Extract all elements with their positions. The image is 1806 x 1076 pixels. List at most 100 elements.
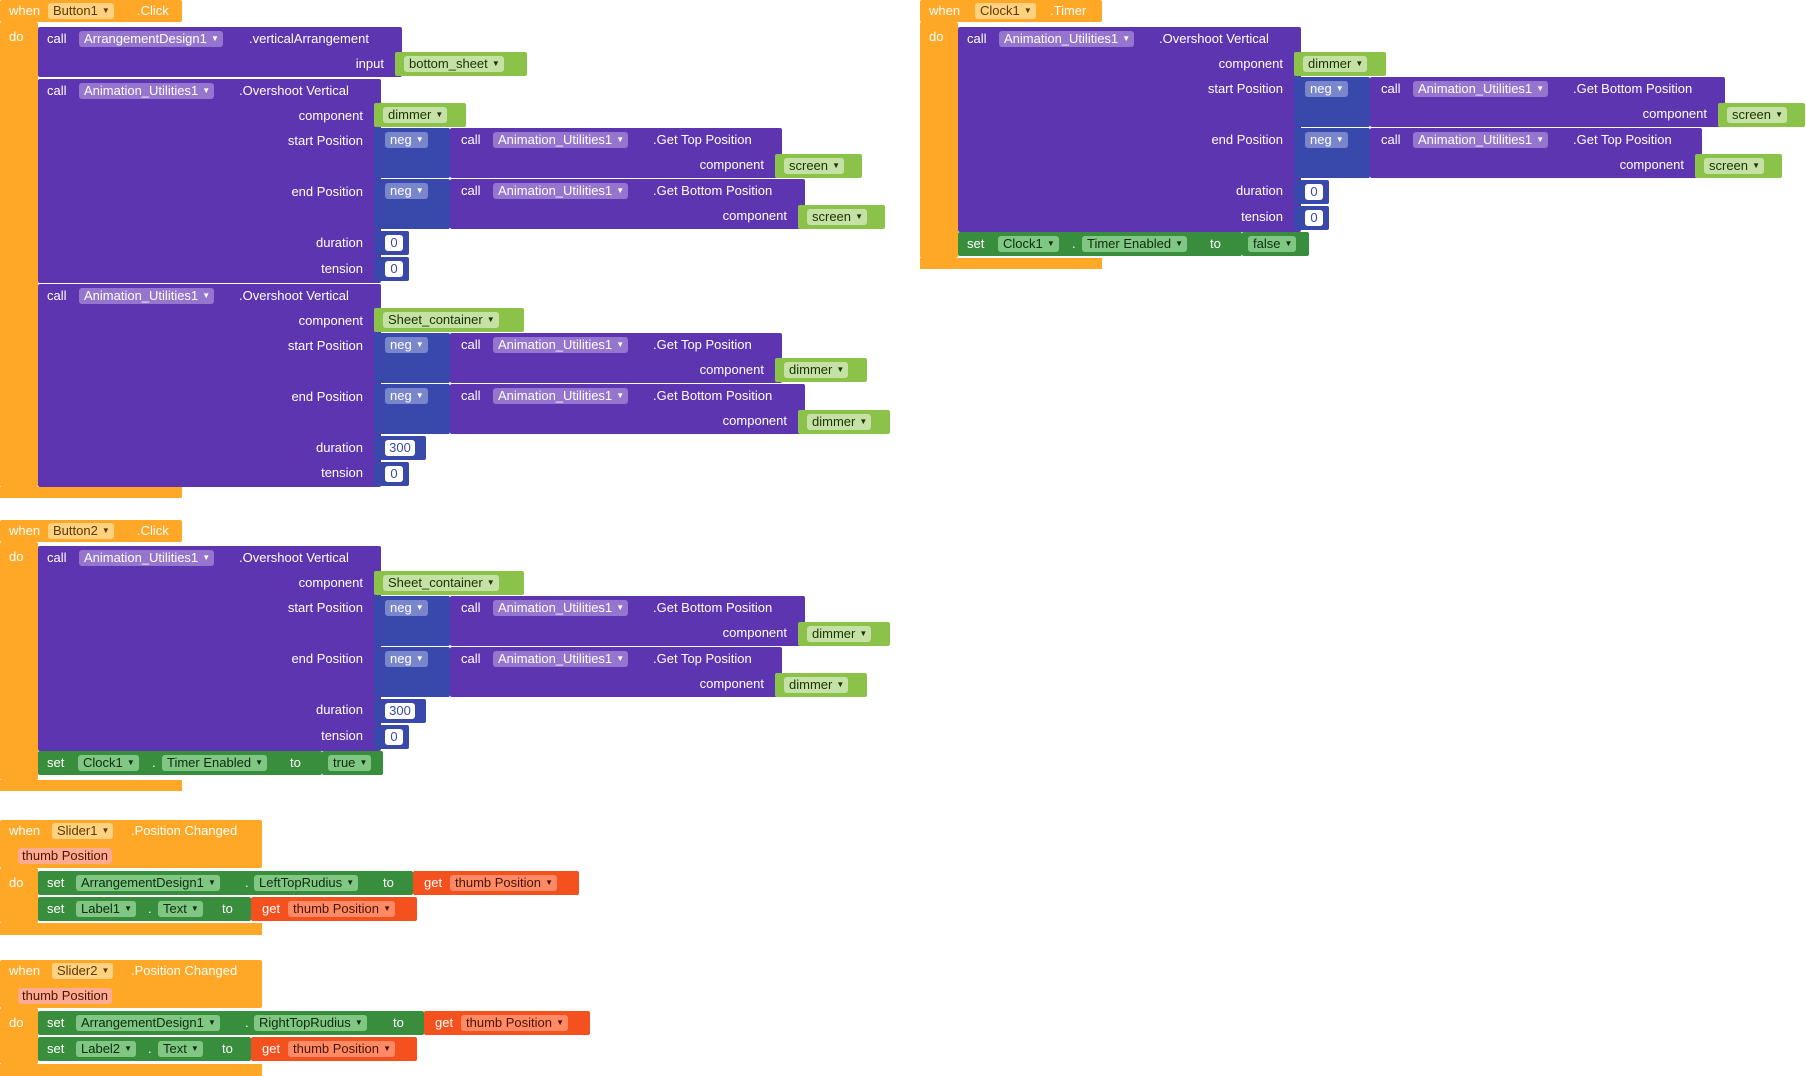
component-dropdown-screen[interactable]: screen▼ bbox=[1704, 158, 1765, 174]
number-field[interactable]: 0 bbox=[385, 466, 403, 482]
value-block-screen[interactable]: screen▼ bbox=[798, 205, 885, 229]
variable-dropdown-thumb-position[interactable]: thumb Position▼ bbox=[288, 1041, 395, 1057]
value-block-sheet-container[interactable]: Sheet_container▼ bbox=[374, 571, 524, 595]
component-dropdown-clock1[interactable]: Clock1▼ bbox=[975, 3, 1036, 19]
component-dropdown-animation[interactable]: Animation_Utilities1▼ bbox=[1413, 132, 1549, 148]
call-overshoot-vertical-block[interactable]: call Animation_Utilities1▼ .Overshoot Ve… bbox=[38, 284, 381, 487]
neg-dropdown[interactable]: neg▼ bbox=[385, 600, 428, 616]
set-label2-text-block[interactable]: set Label2▼ . Text▼ to bbox=[38, 1037, 251, 1061]
component-dropdown-dimmer[interactable]: dimmer▼ bbox=[807, 626, 872, 642]
number-field[interactable]: 0 bbox=[385, 235, 403, 251]
number-field[interactable]: 0 bbox=[1305, 184, 1323, 200]
number-block-duration[interactable]: 0 bbox=[1294, 180, 1329, 204]
value-block-screen[interactable]: screen▼ bbox=[1695, 154, 1782, 178]
boolean-dropdown-false[interactable]: false▼ bbox=[1248, 236, 1297, 252]
component-dropdown-arrangement[interactable]: ArrangementDesign1▼ bbox=[76, 875, 220, 891]
component-dropdown-animation[interactable]: Animation_Utilities1▼ bbox=[79, 288, 215, 304]
component-dropdown-dimmer[interactable]: dimmer▼ bbox=[784, 677, 849, 693]
call-get-bottom-position-block[interactable]: call Animation_Utilities1▼ .Get Bottom P… bbox=[450, 179, 805, 229]
call-get-bottom-position-block[interactable]: call Animation_Utilities1▼ .Get Bottom P… bbox=[450, 596, 805, 646]
call-get-top-position-block[interactable]: call Animation_Utilities1▼ .Get Top Posi… bbox=[450, 647, 782, 697]
number-block-duration[interactable]: 0 bbox=[374, 231, 409, 255]
component-dropdown-animation[interactable]: Animation_Utilities1▼ bbox=[999, 31, 1135, 47]
number-block-duration[interactable]: 300 bbox=[374, 436, 426, 460]
call-overshoot-vertical-block[interactable]: call Animation_Utilities1▼ .Overshoot Ve… bbox=[958, 27, 1301, 232]
value-block-bottom-sheet[interactable]: bottom_sheet▼ bbox=[395, 52, 527, 76]
component-dropdown-animation[interactable]: Animation_Utilities1▼ bbox=[493, 600, 629, 616]
component-dropdown-screen[interactable]: screen▼ bbox=[784, 158, 845, 174]
component-dropdown-animation[interactable]: Animation_Utilities1▼ bbox=[79, 83, 215, 99]
component-dropdown-slider1[interactable]: Slider1▼ bbox=[52, 823, 114, 839]
component-dropdown-button1[interactable]: Button1▼ bbox=[48, 3, 114, 19]
component-dropdown-animation[interactable]: Animation_Utilities1▼ bbox=[79, 550, 215, 566]
property-dropdown-text[interactable]: Text▼ bbox=[158, 901, 203, 917]
component-dropdown-animation[interactable]: Animation_Utilities1▼ bbox=[493, 388, 629, 404]
set-label1-text-block[interactable]: set Label1▼ . Text▼ to bbox=[38, 897, 251, 921]
variable-dropdown-thumb-position[interactable]: thumb Position▼ bbox=[288, 901, 395, 917]
neg-dropdown[interactable]: neg▼ bbox=[385, 388, 428, 404]
call-overshoot-vertical-block[interactable]: call Animation_Utilities1▼ .Overshoot Ve… bbox=[38, 546, 381, 751]
component-dropdown-animation[interactable]: Animation_Utilities1▼ bbox=[493, 183, 629, 199]
neg-dropdown[interactable]: neg▼ bbox=[1305, 81, 1348, 97]
property-dropdown-right-top-radius[interactable]: RightTopRudius▼ bbox=[254, 1015, 367, 1031]
event-block-slider2-position-changed[interactable]: when Slider2▼ .Position Changed thumb Po… bbox=[0, 960, 262, 1008]
set-arrangement-right-top-radius-block[interactable]: set ArrangementDesign1▼ . RightTopRudius… bbox=[38, 1011, 424, 1035]
call-get-bottom-position-block[interactable]: call Animation_Utilities1▼ .Get Bottom P… bbox=[1370, 77, 1725, 127]
event-parameter-thumb-position[interactable]: thumb Position bbox=[18, 848, 112, 864]
neg-block[interactable]: neg▼ bbox=[374, 333, 450, 383]
property-dropdown-left-top-radius[interactable]: LeftTopRudius▼ bbox=[254, 875, 359, 891]
component-dropdown-animation[interactable]: Animation_Utilities1▼ bbox=[493, 337, 629, 353]
component-dropdown-dimmer[interactable]: dimmer▼ bbox=[784, 362, 849, 378]
component-dropdown-arrangement[interactable]: ArrangementDesign1▼ bbox=[79, 31, 223, 47]
event-block-slider1-position-changed[interactable]: when Slider1▼ .Position Changed thumb Po… bbox=[0, 820, 262, 868]
event-block-button2-click[interactable]: when Button2▼ .Click bbox=[0, 520, 182, 542]
call-vertical-arrangement-block[interactable]: call ArrangementDesign1▼ .verticalArrang… bbox=[38, 27, 402, 77]
get-thumb-position-block[interactable]: get thumb Position▼ bbox=[413, 871, 579, 895]
neg-block[interactable]: neg▼ bbox=[1294, 77, 1370, 127]
component-dropdown-sheet-container[interactable]: Sheet_container▼ bbox=[383, 575, 499, 591]
number-field[interactable]: 0 bbox=[385, 261, 403, 277]
neg-block[interactable]: neg▼ bbox=[374, 384, 450, 434]
value-block-sheet-container[interactable]: Sheet_container▼ bbox=[374, 308, 524, 332]
number-block-tension[interactable]: 0 bbox=[374, 257, 409, 281]
boolean-block-false[interactable]: false▼ bbox=[1242, 232, 1309, 256]
get-thumb-position-block[interactable]: get thumb Position▼ bbox=[251, 1037, 417, 1061]
neg-block[interactable]: neg▼ bbox=[374, 179, 450, 229]
set-arrangement-left-top-radius-block[interactable]: set ArrangementDesign1▼ . LeftTopRudius▼… bbox=[38, 871, 413, 895]
value-block-dimmer[interactable]: dimmer▼ bbox=[798, 622, 890, 646]
call-get-top-position-block[interactable]: call Animation_Utilities1▼ .Get Top Posi… bbox=[1370, 128, 1702, 178]
property-dropdown-timer-enabled[interactable]: Timer Enabled▼ bbox=[1082, 236, 1188, 252]
neg-block[interactable]: neg▼ bbox=[374, 596, 450, 646]
component-dropdown-animation[interactable]: Animation_Utilities1▼ bbox=[1413, 81, 1549, 97]
neg-dropdown[interactable]: neg▼ bbox=[385, 337, 428, 353]
neg-dropdown[interactable]: neg▼ bbox=[385, 183, 428, 199]
event-parameter-thumb-position[interactable]: thumb Position bbox=[18, 988, 112, 1004]
event-block-button1-click[interactable]: when Button1▼ .Click bbox=[0, 0, 182, 22]
component-dropdown-screen[interactable]: screen▼ bbox=[1727, 107, 1788, 123]
get-thumb-position-block[interactable]: get thumb Position▼ bbox=[251, 897, 417, 921]
call-overshoot-vertical-block[interactable]: call Animation_Utilities1▼ .Overshoot Ve… bbox=[38, 79, 381, 283]
value-block-dimmer[interactable]: dimmer▼ bbox=[775, 673, 867, 697]
component-dropdown-clock1[interactable]: Clock1▼ bbox=[998, 236, 1059, 252]
component-dropdown-clock1[interactable]: Clock1▼ bbox=[78, 755, 139, 771]
component-dropdown-animation[interactable]: Animation_Utilities1▼ bbox=[493, 132, 629, 148]
property-dropdown-text[interactable]: Text▼ bbox=[158, 1041, 203, 1057]
component-dropdown-label2[interactable]: Label2▼ bbox=[76, 1041, 137, 1057]
neg-block[interactable]: neg▼ bbox=[374, 128, 450, 178]
boolean-block-true[interactable]: true▼ bbox=[322, 751, 383, 775]
get-thumb-position-block[interactable]: get thumb Position▼ bbox=[424, 1011, 590, 1035]
variable-dropdown-thumb-position[interactable]: thumb Position▼ bbox=[461, 1015, 568, 1031]
component-dropdown-sheet-container[interactable]: Sheet_container▼ bbox=[383, 312, 499, 328]
number-field[interactable]: 300 bbox=[385, 703, 415, 719]
number-field[interactable]: 0 bbox=[1305, 210, 1323, 226]
variable-dropdown-thumb-position[interactable]: thumb Position▼ bbox=[450, 875, 557, 891]
boolean-dropdown-true[interactable]: true▼ bbox=[328, 755, 372, 771]
event-block-clock1-timer[interactable]: when Clock1▼ .Timer bbox=[920, 0, 1102, 22]
call-get-bottom-position-block[interactable]: call Animation_Utilities1▼ .Get Bottom P… bbox=[450, 384, 805, 434]
set-clock1-timer-enabled-block[interactable]: set Clock1▼ . Timer Enabled▼ to bbox=[38, 751, 322, 775]
number-field[interactable]: 0 bbox=[385, 729, 403, 745]
component-dropdown-bottom-sheet[interactable]: bottom_sheet▼ bbox=[404, 56, 504, 72]
number-field[interactable]: 300 bbox=[385, 440, 415, 456]
number-block-duration[interactable]: 300 bbox=[374, 699, 426, 723]
component-dropdown-slider2[interactable]: Slider2▼ bbox=[52, 963, 114, 979]
